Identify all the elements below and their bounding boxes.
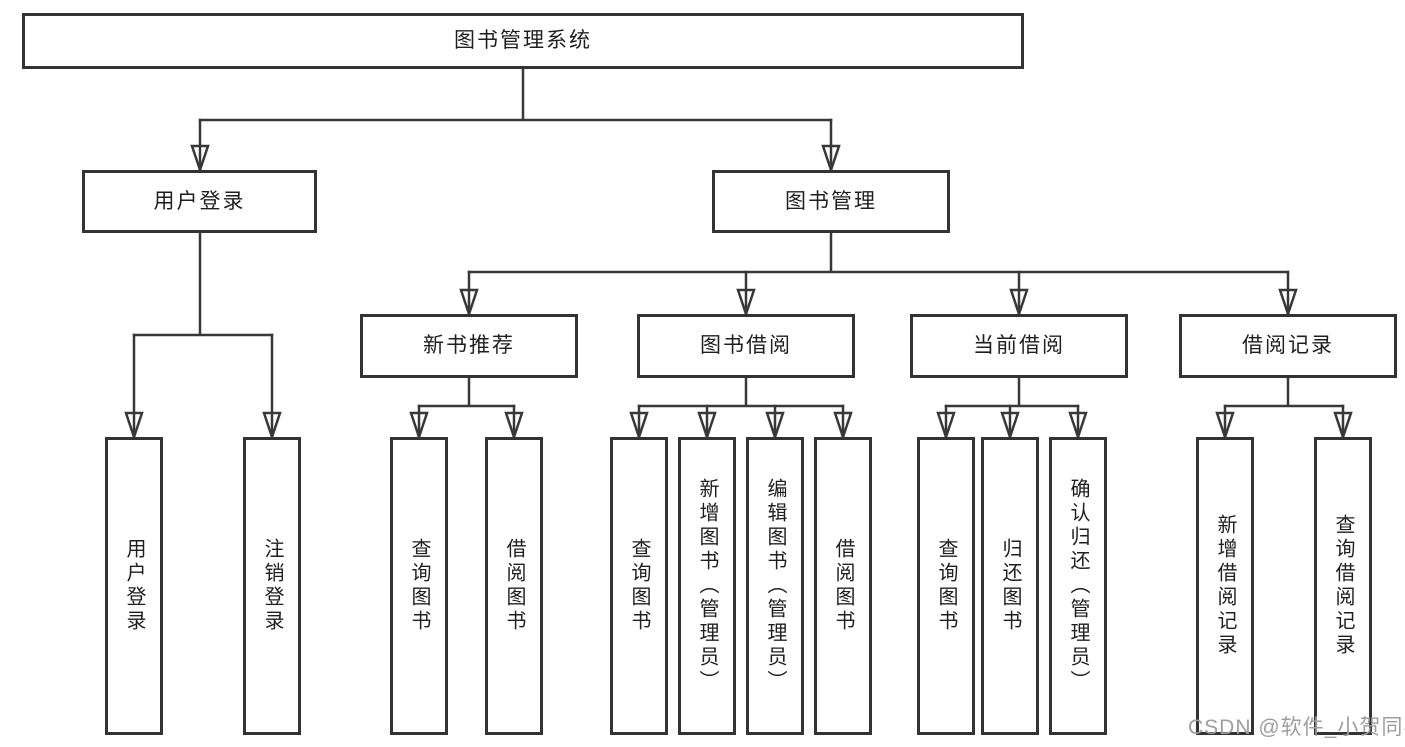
- leaf-logout: 注销登录: [243, 437, 301, 735]
- node-borrowing-records: 借阅记录: [1179, 314, 1397, 378]
- node-user-login-group: 用户登录: [82, 170, 317, 233]
- leaf-user-login: 用户登录: [105, 437, 163, 735]
- leaf-query-borrow-record: 查询借阅记录: [1314, 437, 1372, 735]
- node-book-management: 图书管理: [712, 170, 950, 233]
- leaf-borrow-books-recommend: 借阅图书: [485, 437, 543, 735]
- leaf-query-books-recommend: 查询图书: [390, 437, 448, 735]
- leaf-edit-books-admin: 编辑图书（管理员）: [746, 437, 804, 735]
- leaf-borrow-books: 借阅图书: [814, 437, 872, 735]
- csdn-watermark: CSDN @软件_小贺同学: [1188, 716, 1405, 739]
- leaf-add-books-admin: 新增图书（管理员）: [678, 437, 736, 735]
- node-library-management-system: 图书管理系统: [22, 13, 1024, 69]
- node-current-borrowing: 当前借阅: [910, 314, 1128, 378]
- leaf-return-books: 归还图书: [981, 437, 1039, 735]
- leaf-query-books-borrow: 查询图书: [610, 437, 668, 735]
- leaf-confirm-return-admin: 确认归还（管理员）: [1049, 437, 1107, 735]
- connector-elbows: [132, 67, 1345, 408]
- leaf-query-books-current: 查询图书: [917, 437, 975, 735]
- node-book-borrowing: 图书借阅: [637, 314, 855, 378]
- leaf-add-borrow-record: 新增借阅记录: [1196, 437, 1254, 735]
- node-new-book-recommend: 新书推荐: [360, 314, 578, 378]
